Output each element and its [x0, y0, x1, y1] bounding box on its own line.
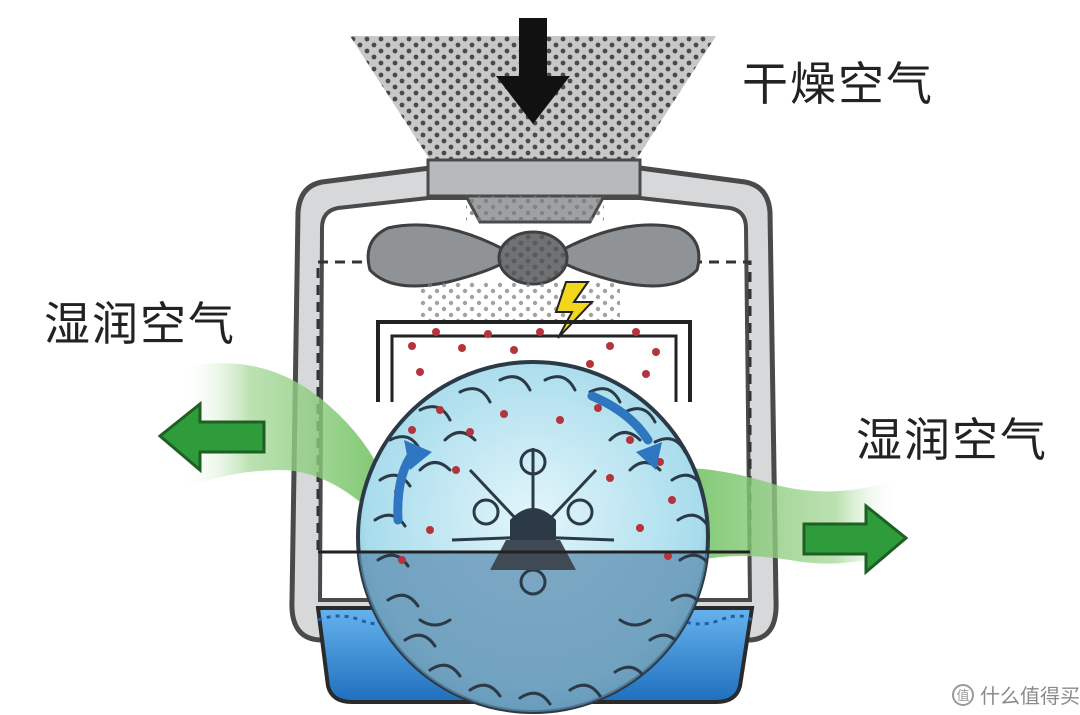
- drum-bracket: [376, 320, 692, 402]
- rotation-arrow-left: [393, 440, 432, 525]
- moist-air-left-flow: [180, 363, 380, 520]
- dry-air-label: 干燥空气: [742, 57, 934, 111]
- moist-air-right-label: 湿润空气: [856, 413, 1048, 467]
- moist-air-left-label: 湿润空气: [44, 297, 236, 351]
- watermark-badge-icon: 值: [952, 683, 974, 706]
- left-green-arrow-icon: [157, 400, 266, 474]
- rotation-arrow-right: [587, 391, 662, 470]
- fan-collar: [426, 158, 642, 224]
- water-droplets-upper: [408, 328, 660, 378]
- fan-icon: [366, 223, 701, 288]
- watermark: 值 什么值得买: [952, 680, 1080, 709]
- watermark-text: 什么值得买: [980, 684, 1080, 708]
- down-arrow-icon: [496, 18, 570, 124]
- humidifying-drum: [318, 360, 750, 714]
- right-green-arrow-icon: [802, 502, 909, 576]
